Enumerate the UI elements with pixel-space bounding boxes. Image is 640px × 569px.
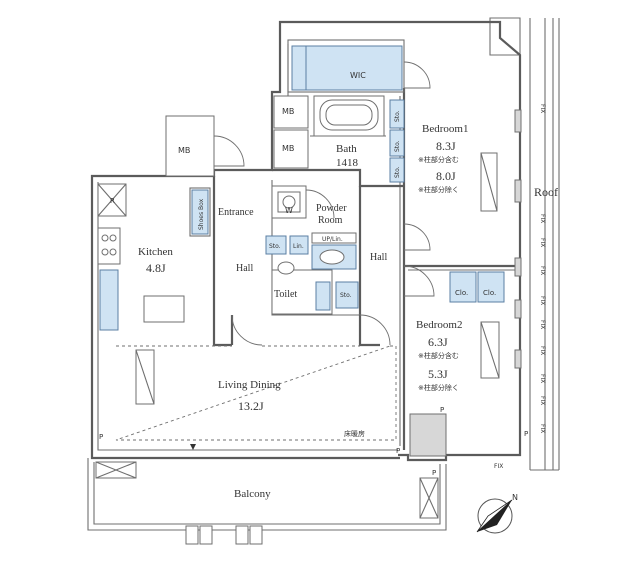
- bedroom1-note-excl: ※柱部分除く: [418, 185, 459, 194]
- hall-toilet: Hall Hall Toilet Sto.: [231, 252, 435, 346]
- fix-label: FIX: [539, 214, 546, 223]
- p-marks: P P P P P: [99, 406, 528, 477]
- entrance-area: W Entrance Powder Room UP/Lin.: [213, 135, 357, 270]
- sto-5-label: Sto.: [340, 292, 352, 299]
- fix-label: FIX: [539, 424, 546, 433]
- bedroom2-area-incl: 6.3J: [428, 335, 448, 349]
- compass-north-label: N: [512, 493, 518, 502]
- fix-label: FIX: [539, 320, 546, 329]
- sto-1-label: Sto.: [394, 110, 401, 122]
- p-mark: P: [99, 433, 103, 441]
- toilet-label: Toilet: [274, 289, 297, 300]
- hall-left-label: Hall: [236, 263, 253, 274]
- entrance-label: Entrance: [218, 207, 254, 218]
- p-mark: P: [432, 469, 436, 477]
- fix-label: FIX: [539, 104, 546, 113]
- p-mark: P: [396, 447, 400, 455]
- lin-label: Lin.: [293, 243, 304, 250]
- fix-label: FIX: [539, 266, 546, 275]
- up-lin-label: UP/Lin.: [322, 236, 343, 243]
- bedroom1-area-incl: 8.3J: [436, 139, 456, 153]
- mb-closets: MB MB MB: [165, 95, 309, 177]
- fix-label: FIX: [494, 463, 503, 470]
- bedroom1-note-incl: ※柱部分含む: [418, 155, 459, 164]
- clo-1-label: Clo.: [455, 289, 468, 297]
- bedroom2-note-incl: ※柱部分含む: [418, 351, 459, 360]
- shoes-box: Shoes Box Sto. Lin.: [189, 187, 309, 255]
- bedroom1: Bedroom1 8.3J ※柱部分含む 8.0J ※柱部分除く: [403, 123, 498, 251]
- wic-label: WIC: [350, 71, 366, 80]
- fix-labels: FIX FIX FIX FIX FIX FIX FIX FIX FIX FIX …: [494, 104, 546, 470]
- fridge-label: R: [110, 197, 115, 205]
- bath-room: Bath 1418: [310, 95, 386, 169]
- living-dining-area-label: 13.2J: [238, 399, 264, 413]
- bath-storage: Sto. Sto. Sto.: [389, 99, 405, 183]
- kitchen-area-label: 4.8J: [146, 261, 166, 275]
- sto-3-label: Sto.: [394, 166, 401, 178]
- p-mark: P: [524, 430, 528, 438]
- roof-label: Roof: [534, 185, 558, 199]
- fix-label: FIX: [539, 296, 546, 305]
- clo-2-label: Clo.: [483, 289, 496, 297]
- right-windows: [514, 109, 522, 369]
- sto-2-label: Sto.: [394, 140, 401, 152]
- floor-heating-label: 床暖房: [344, 429, 365, 438]
- kitchen: R Kitchen 4.8J: [97, 183, 185, 331]
- bedroom1-label: Bedroom1: [422, 123, 468, 135]
- bath-size-label: 1418: [336, 157, 359, 169]
- kitchen-label: Kitchen: [138, 246, 173, 258]
- bedroom2-label: Bedroom2: [416, 319, 462, 331]
- powder-room-label-2: Room: [318, 215, 343, 226]
- p-mark: P: [440, 406, 444, 414]
- powder-room-label-1: Powder: [316, 203, 347, 214]
- living-dining: Living Dining 13.2J 床暖房: [115, 345, 397, 450]
- fix-label: FIX: [539, 374, 546, 383]
- fix-label: FIX: [539, 346, 546, 355]
- bedroom2-area-excl: 5.3J: [428, 367, 448, 381]
- hall-right-label: Hall: [370, 252, 387, 263]
- mb-top-1-label: MB: [282, 107, 294, 116]
- compass-icon: N: [476, 493, 518, 534]
- shoes-box-label: Shoes Box: [198, 198, 205, 230]
- mb-left-label: MB: [178, 146, 190, 155]
- mb-top-2-label: MB: [282, 144, 294, 153]
- w-label: W: [285, 206, 293, 215]
- sto-4-label: Sto.: [269, 243, 281, 250]
- bedroom2-note-excl: ※柱部分除く: [418, 383, 459, 392]
- bath-label: Bath: [336, 143, 357, 155]
- balcony: Balcony: [87, 458, 447, 545]
- balcony-label: Balcony: [234, 488, 271, 500]
- roof-area: Roof: [489, 17, 560, 471]
- fix-label: FIX: [539, 396, 546, 405]
- living-dining-label: Living Dining: [218, 379, 281, 391]
- bedroom1-area-excl: 8.0J: [436, 169, 456, 183]
- wic-room: WIC: [287, 39, 431, 93]
- bedroom2: Clo. Clo. Bedroom2 6.3J ※柱部分含む 5.3J ※柱部分…: [409, 271, 505, 457]
- fix-label: FIX: [539, 238, 546, 247]
